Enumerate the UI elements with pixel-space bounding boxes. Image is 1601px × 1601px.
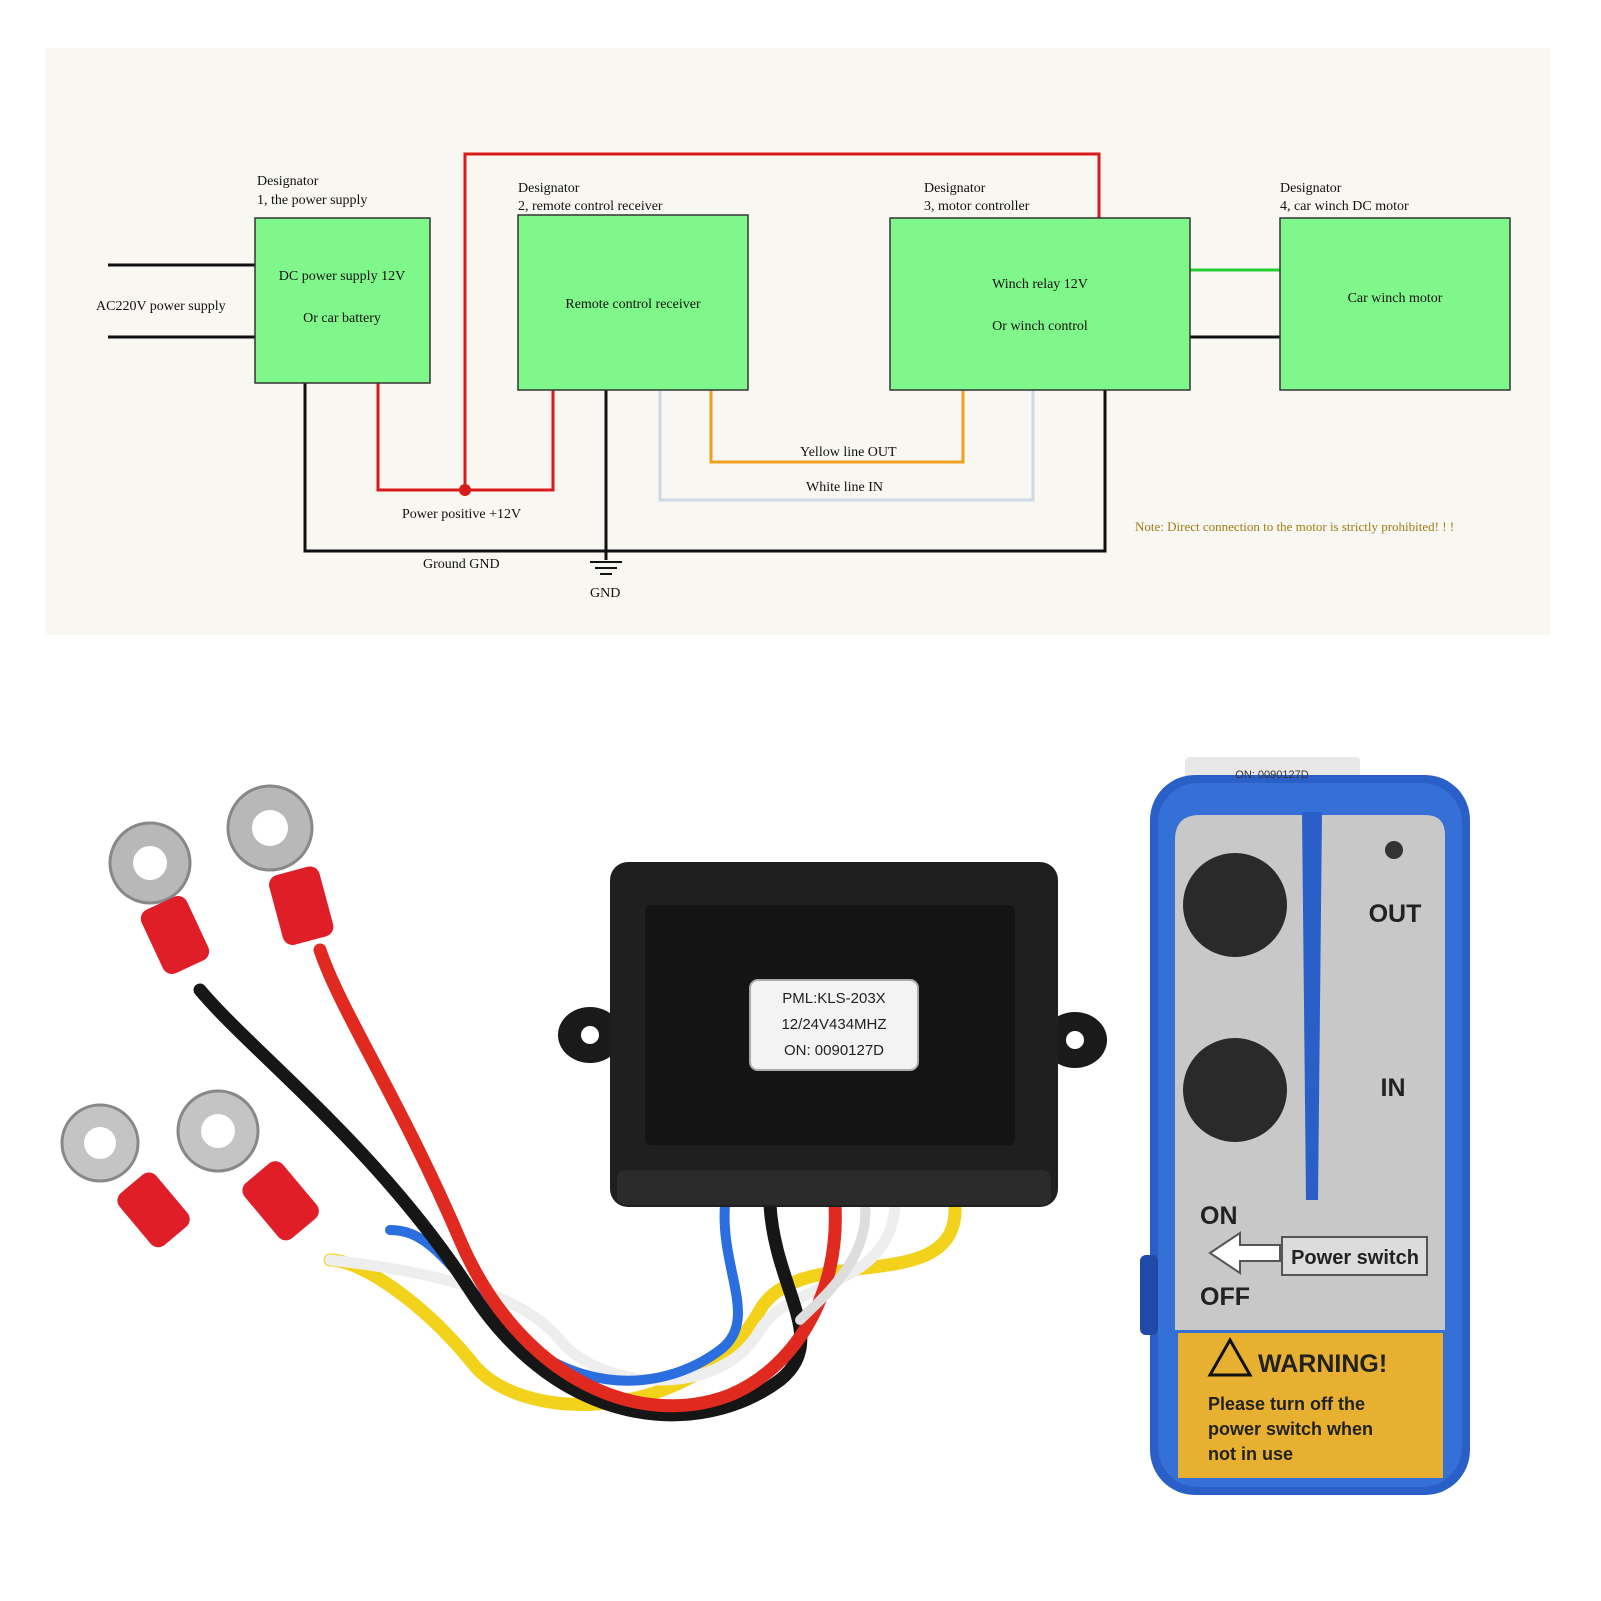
yellow-wire <box>709 390 965 464</box>
ring-terminal-1 <box>108 821 210 974</box>
warning-title: WARNING! <box>1258 1350 1387 1378</box>
red-wire-top <box>463 152 1101 490</box>
wire-red <box>313 943 842 1413</box>
power-junction-dot <box>459 484 471 496</box>
remote-top-label: ON: 0090127D <box>1235 769 1308 781</box>
out-button[interactable] <box>1183 853 1287 957</box>
in-button[interactable] <box>1183 1038 1287 1142</box>
designator-caption-3: 3, motor controller <box>924 199 1030 214</box>
warning-panel <box>1178 1333 1443 1478</box>
wire-white-2 <box>795 1200 871 1325</box>
remote-groove <box>1302 812 1322 1200</box>
remote-off-label: OFF <box>1200 1283 1250 1311</box>
receiver-label-line2: 12/24V434MHZ <box>781 1016 886 1033</box>
remote-control <box>1140 757 1470 1495</box>
block-power-supply <box>254 217 431 384</box>
white-wire-label: White line IN <box>806 480 883 495</box>
power-switch-label: Power switch <box>1291 1247 1419 1269</box>
wire-blue <box>385 1200 743 1386</box>
receiver-line1: Remote control receiver <box>565 297 701 312</box>
power-supply-line2: Or car battery <box>303 311 381 326</box>
remote-out-label: OUT <box>1369 900 1422 928</box>
ground-symbol <box>590 561 622 575</box>
block-receiver <box>517 214 749 391</box>
receiver-box <box>558 862 1107 1207</box>
power-positive-label: Power positive +12V <box>402 507 521 522</box>
receiver-label-line1: PML:KLS-203X <box>782 990 885 1007</box>
power-supply-line1: DC power supply 12V <box>279 269 405 284</box>
ring-terminal-4 <box>176 1089 319 1241</box>
power-switch-arrow <box>1208 1231 1281 1275</box>
designator-2: Designator <box>518 181 580 196</box>
relay-line2: Or winch control <box>992 319 1088 334</box>
receiver-label-line3: ON: 0090127D <box>784 1042 884 1059</box>
ground-label: Ground GND <box>423 557 500 572</box>
relay-line1: Winch relay 12V <box>992 277 1088 292</box>
designator-3: Designator <box>924 181 986 196</box>
black-wire-ground <box>303 373 1107 553</box>
ring-terminal-2 <box>226 784 334 945</box>
receiver-wires <box>193 943 962 1422</box>
warning-line3: not in use <box>1208 1444 1293 1464</box>
block-relay <box>889 217 1191 391</box>
warning-line2: power switch when <box>1208 1419 1373 1439</box>
power-switch-knob <box>1140 1255 1158 1335</box>
ac-input-label: AC220V power supply <box>96 299 226 314</box>
wire-yellow <box>323 1198 962 1411</box>
motor-line1: Car winch motor <box>1348 291 1443 306</box>
ring-terminal-3 <box>60 1103 190 1248</box>
prohibition-note: Note: Direct connection to the motor is … <box>1135 519 1454 534</box>
designator-caption-1: 1, the power supply <box>257 193 367 208</box>
remote-on-label: ON <box>1200 1202 1238 1230</box>
white-wire <box>658 390 1035 502</box>
gnd-symbol-label: GND <box>590 586 620 601</box>
designator-1: Designator <box>257 174 319 189</box>
block-motor <box>1279 217 1511 391</box>
remote-in-label: IN <box>1381 1074 1406 1102</box>
designator-4: Designator <box>1280 181 1342 196</box>
warning-triangle-icon <box>1207 1336 1253 1377</box>
led-indicator <box>1385 841 1403 859</box>
designator-caption-2: 2, remote control receiver <box>518 199 663 214</box>
designator-caption-4: 4, car winch DC motor <box>1280 199 1409 214</box>
yellow-wire-label: Yellow line OUT <box>800 445 897 460</box>
receiver-sticker <box>749 979 919 1071</box>
warning-line1: Please turn off the <box>1208 1394 1365 1414</box>
power-switch-label-box <box>1281 1236 1428 1276</box>
